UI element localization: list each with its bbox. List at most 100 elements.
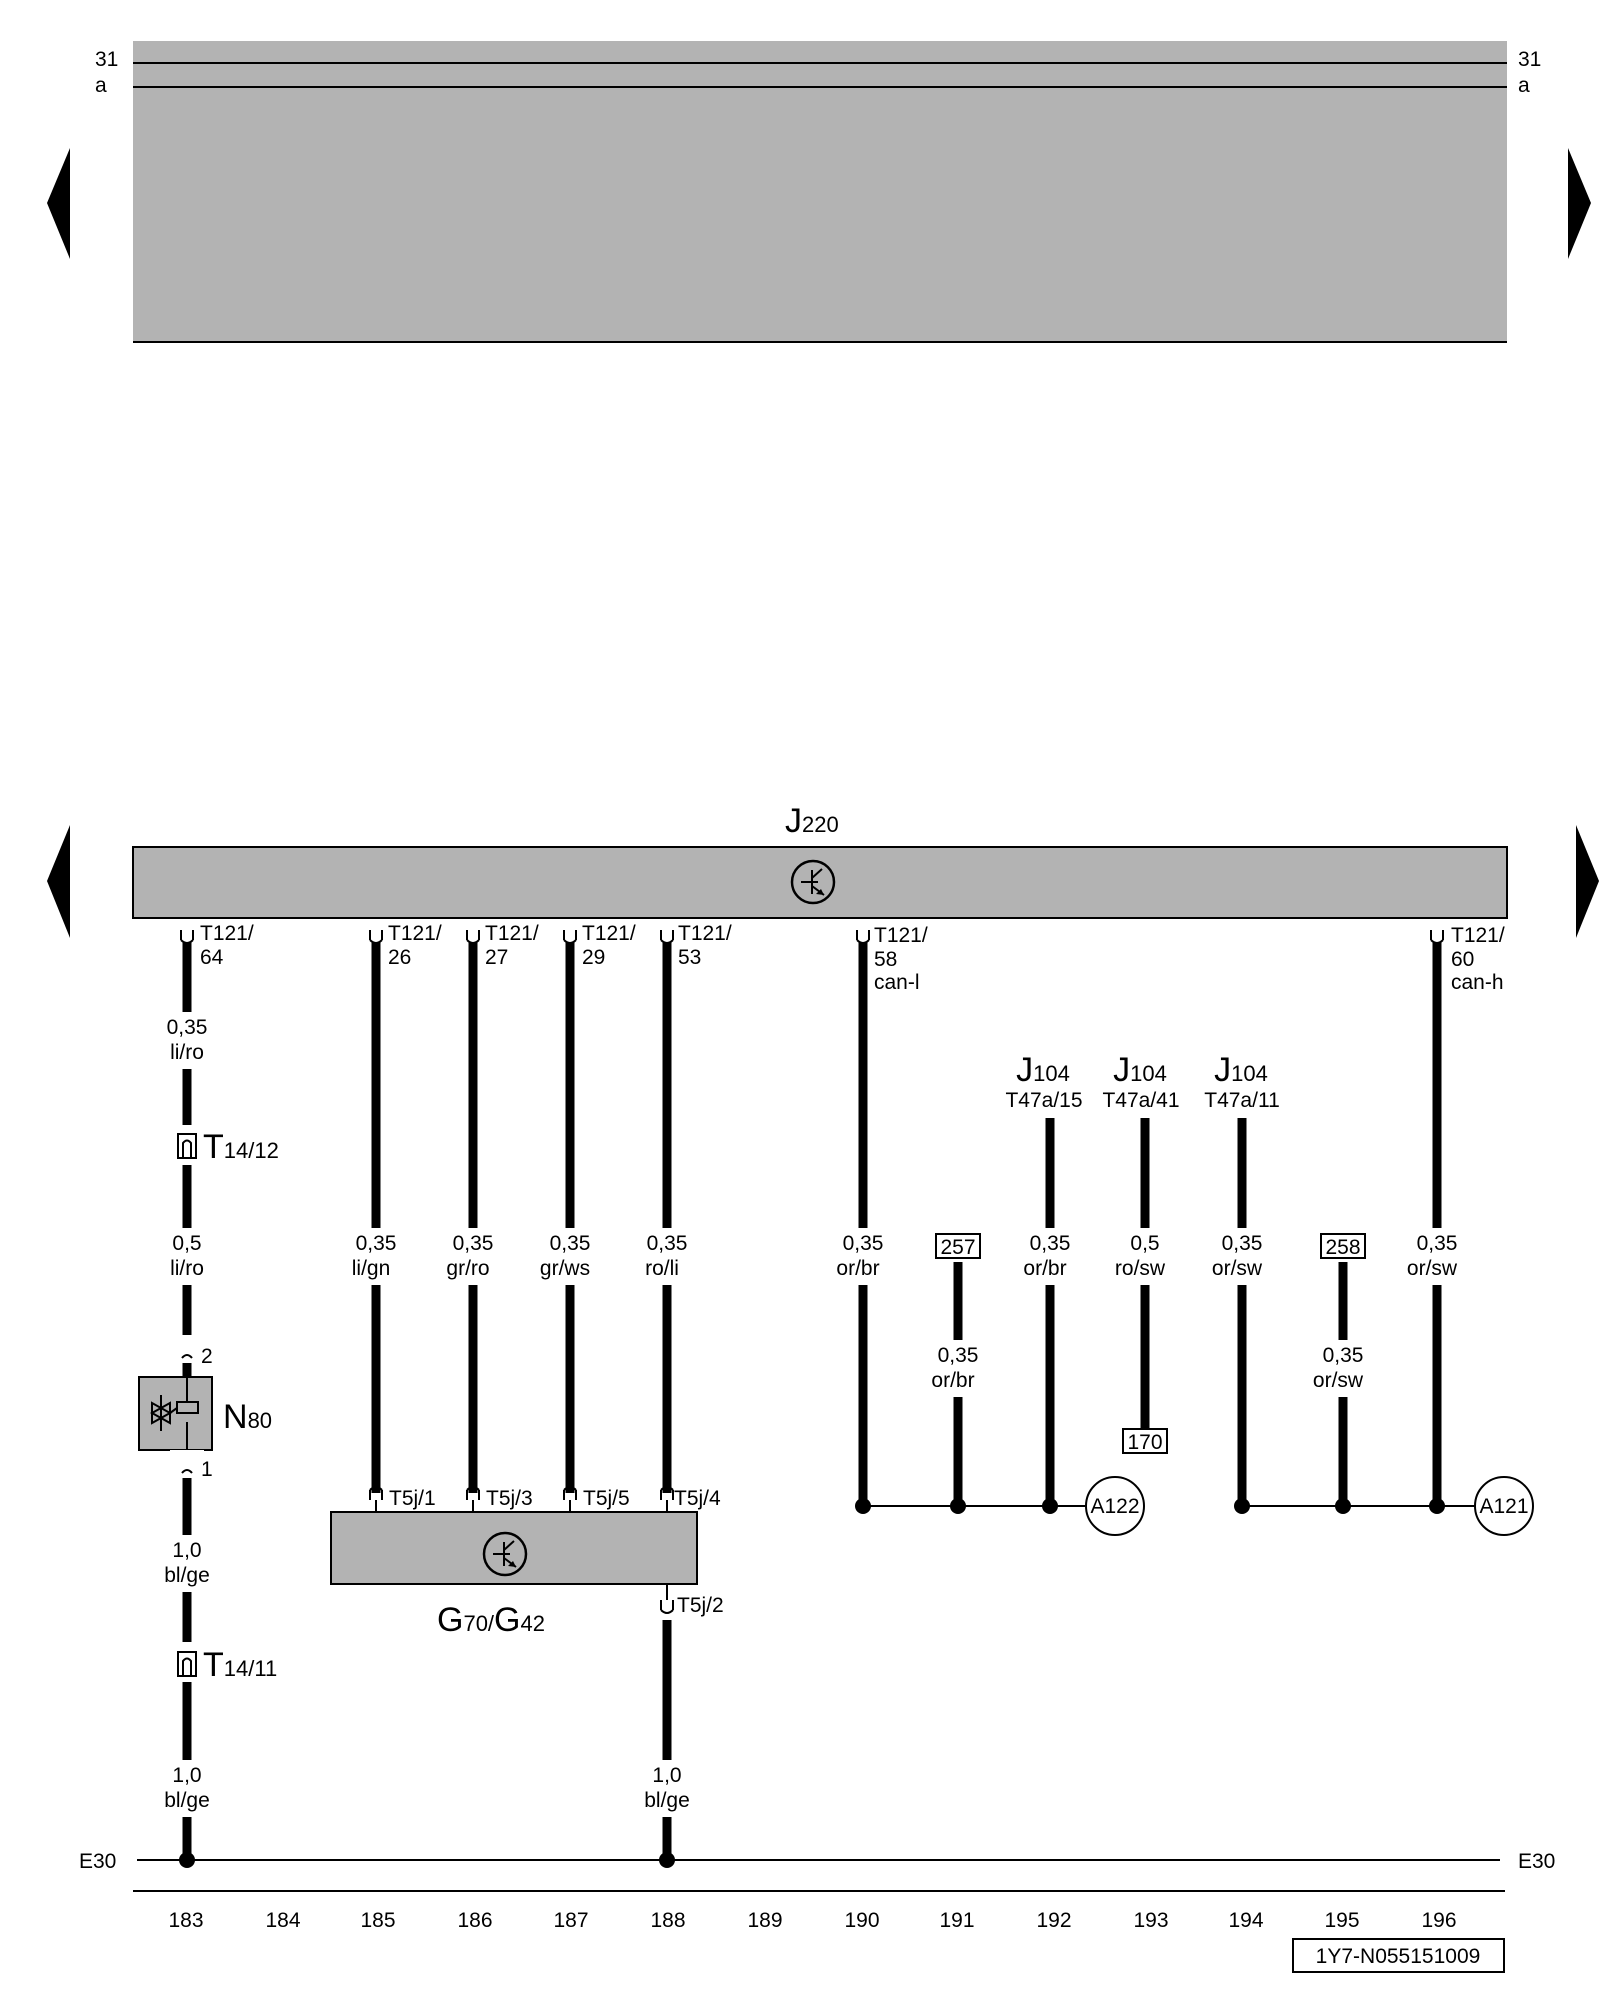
junction-a122[interactable]	[1085, 1476, 1145, 1536]
bus-a121: A121	[1234, 1476, 1534, 1536]
svg-text:1: 1	[201, 1458, 213, 1481]
wire-label-color: bl/ge	[164, 1789, 210, 1812]
ref-box-257[interactable]: 257	[935, 1233, 981, 1259]
j104-label: J104	[1113, 1051, 1167, 1089]
svg-text:58: 58	[874, 948, 897, 971]
t121-pins: T121/ 64 T121/ 26 T121/ 27 T121/ 29 T121…	[180, 922, 1505, 994]
next-page-arrow-top[interactable]	[1568, 148, 1591, 259]
svg-text:170: 170	[1127, 1431, 1162, 1454]
j220-label: J220	[785, 802, 839, 840]
wire-label-color: or/sw	[1212, 1257, 1263, 1280]
j104-references: J104 T47a/15 J104 T47a/41 J104 T47a/11	[1005, 1051, 1279, 1112]
connector-pin-t121-26: T121/ 26	[369, 922, 442, 969]
junction-a121[interactable]	[1474, 1476, 1534, 1536]
column-number: 189	[747, 1909, 782, 1932]
svg-text:29: 29	[582, 946, 605, 969]
svg-text:T121/: T121/	[874, 924, 928, 947]
wire-label-color: or/sw	[1313, 1369, 1364, 1392]
j104-pin: T47a/15	[1005, 1089, 1082, 1112]
svg-text:53: 53	[678, 946, 701, 969]
svg-text:T14/11: T14/11	[203, 1646, 277, 1684]
prev-page-arrow-bottom[interactable]	[47, 825, 70, 938]
rail-label-right-31: 31	[1518, 48, 1541, 71]
rail-label-right-a: a	[1518, 74, 1530, 97]
connector-t14-11: T14/11	[177, 1646, 277, 1684]
wire-label-size: 0,5	[172, 1232, 201, 1255]
svg-text:1Y7-N055151009: 1Y7-N055151009	[1316, 1945, 1481, 1968]
wire-label-color: bl/ge	[644, 1789, 690, 1812]
svg-text:257: 257	[940, 1236, 975, 1259]
svg-text:60: 60	[1451, 948, 1474, 971]
wire-label-color: gr/ws	[540, 1257, 590, 1280]
column-number: 196	[1421, 1909, 1456, 1932]
svg-text:T121/: T121/	[388, 922, 442, 945]
wire-label-size: 0,35	[1323, 1344, 1364, 1367]
connector-pin-t121-64: T121/ 64	[180, 922, 254, 969]
rail-label-left-31: 31	[95, 48, 118, 71]
n80-box	[138, 1376, 213, 1451]
connector-pin-t121-60: T121/ 60 can-h	[1430, 924, 1505, 994]
ref-box-170[interactable]: 170	[1122, 1428, 1168, 1454]
wire-label-size: 0,35	[647, 1232, 688, 1255]
wire-label-size: 0,35	[1030, 1232, 1071, 1255]
bus-a122: A122	[855, 1476, 1145, 1536]
connector-t14-12: T14/12	[177, 1128, 279, 1166]
j104-pin: T47a/41	[1102, 1089, 1179, 1112]
column-number: 190	[844, 1909, 879, 1932]
wire-label-size: 0,35	[1417, 1232, 1458, 1255]
wire-label-size: 1,0	[652, 1764, 681, 1787]
column-number: 192	[1036, 1909, 1071, 1932]
svg-text:T14/12: T14/12	[203, 1128, 279, 1166]
column-number: 183	[168, 1909, 203, 1932]
top-panel: 31 a 31 a	[95, 41, 1541, 343]
svg-text:T5j/3: T5j/3	[486, 1487, 533, 1510]
svg-text:can-l: can-l	[874, 971, 920, 994]
wire-label-size: 1,0	[172, 1539, 201, 1562]
svg-text:G70/G42: G70/G42	[437, 1601, 545, 1639]
connector-pin-t121-53: T121/ 53	[660, 922, 732, 969]
wire-label-color: or/br	[1023, 1257, 1066, 1280]
wire-label-color: or/sw	[1407, 1257, 1458, 1280]
prev-page-arrow-top[interactable]	[47, 148, 70, 259]
label-gaps	[150, 1012, 1475, 1817]
transistor-symbol-icon	[790, 859, 836, 905]
wire-label-size: 0,35	[938, 1344, 979, 1367]
column-number: 194	[1228, 1909, 1263, 1932]
wire-label-color: li/ro	[170, 1257, 204, 1280]
wire-label-color: ro/li	[645, 1257, 679, 1280]
svg-text:T121/: T121/	[200, 922, 254, 945]
t5j-2-pin	[660, 1600, 674, 1614]
svg-text:258: 258	[1325, 1236, 1360, 1259]
wire-label-size: 0,5	[1130, 1232, 1159, 1255]
wire-labels: 0,35 li/ro 0,5 li/ro 1,0 bl/ge 1,0 bl/ge…	[164, 1016, 1458, 1812]
svg-text:2: 2	[201, 1345, 213, 1368]
transistor-symbol-icon	[482, 1531, 528, 1577]
column-number: 188	[650, 1909, 685, 1932]
connector-pin-t121-29: T121/ 29	[563, 922, 636, 969]
wire-label-color: ro/sw	[1115, 1257, 1166, 1280]
j104-label: J104	[1214, 1051, 1268, 1089]
wire-label-color: or/br	[931, 1369, 974, 1392]
n80-solenoid-valve: 2 1 N80	[138, 1335, 272, 1481]
column-number: 186	[457, 1909, 492, 1932]
t5j-pins	[369, 1486, 674, 1512]
svg-text:T121/: T121/	[1451, 924, 1505, 947]
column-number: 185	[360, 1909, 395, 1932]
svg-text:T5j/1: T5j/1	[389, 1487, 436, 1510]
wire-label-color: li/ro	[170, 1041, 204, 1064]
ref-box-258[interactable]: 258	[1320, 1233, 1366, 1259]
top-panel-body	[133, 41, 1507, 342]
next-page-arrow-bottom[interactable]	[1576, 825, 1599, 938]
svg-text:can-h: can-h	[1451, 971, 1504, 994]
wire-label-size: 0,35	[1222, 1232, 1263, 1255]
document-id: 1Y7-N055151009	[1292, 1938, 1505, 1973]
wire-label-color: or/br	[836, 1257, 879, 1280]
wire-label-size: 0,35	[356, 1232, 397, 1255]
j104-label: J104	[1016, 1051, 1070, 1089]
wire-label-size: 0,35	[453, 1232, 494, 1255]
wire-label-size: 1,0	[172, 1764, 201, 1787]
g70-g42-box	[330, 1511, 698, 1585]
valve-icon	[149, 1377, 199, 1450]
svg-text:T5j/5: T5j/5	[583, 1487, 630, 1510]
svg-text:A122: A122	[1090, 1495, 1139, 1518]
